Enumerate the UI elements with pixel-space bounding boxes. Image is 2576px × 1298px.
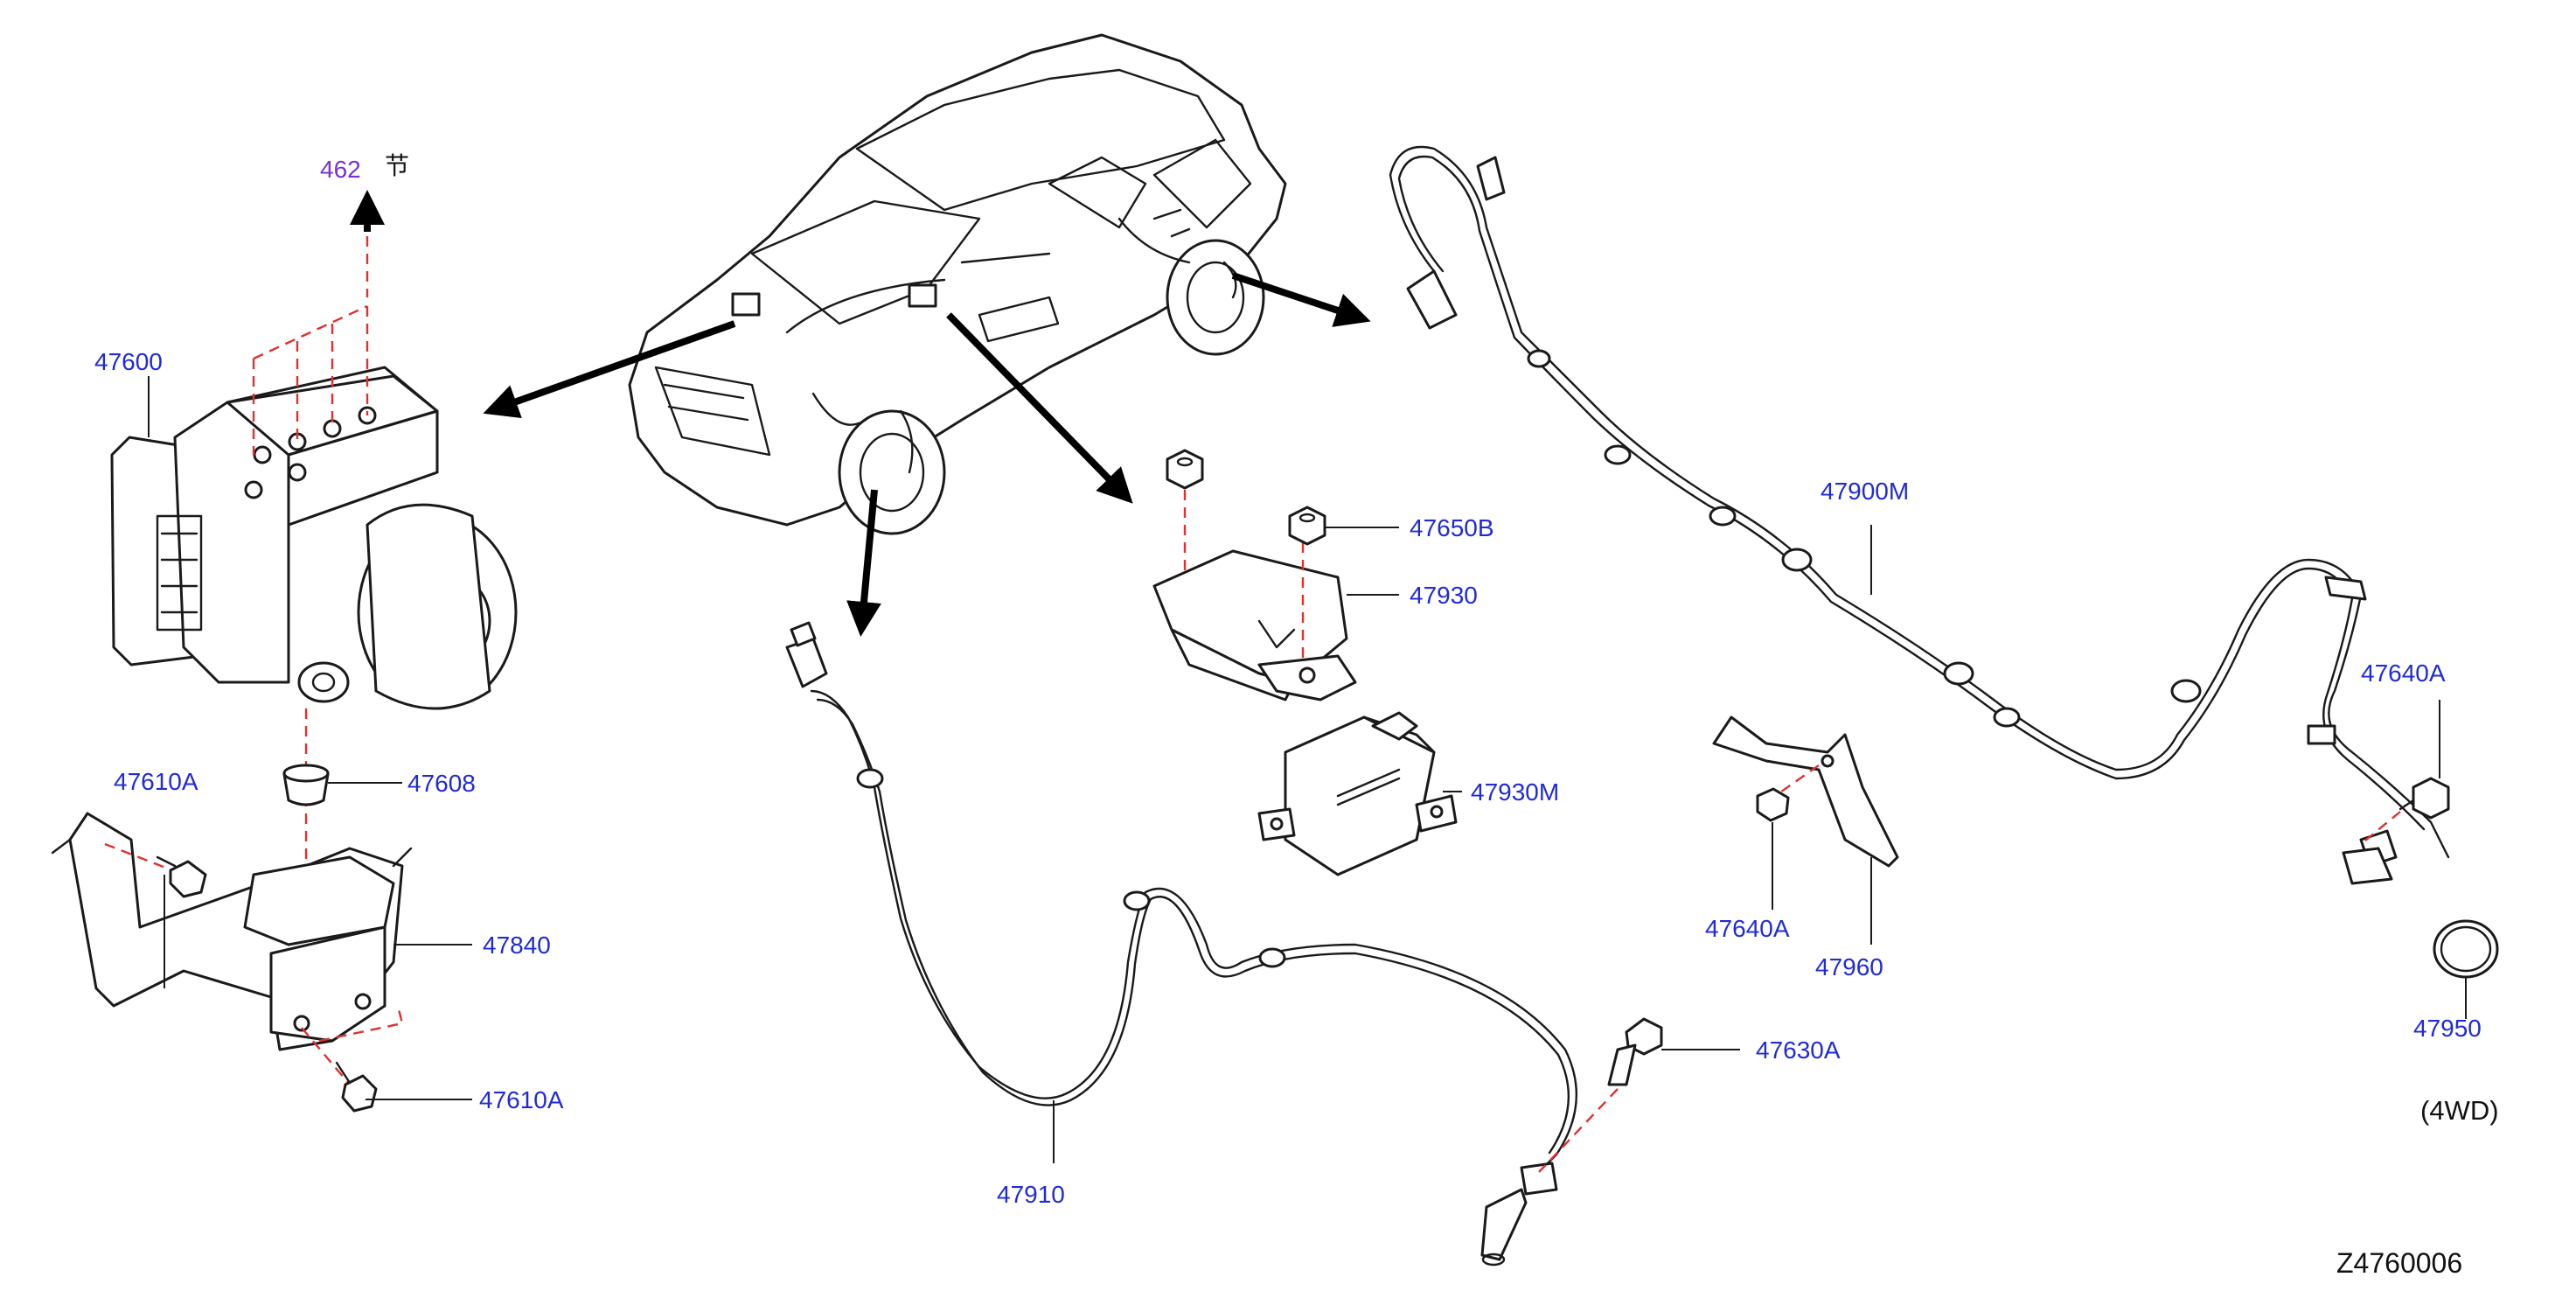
rear-sensor-harness-47900M xyxy=(1389,145,2450,885)
bolt-47610A-bottom xyxy=(335,1061,378,1113)
part-label-47650B[interactable]: 47650B xyxy=(1410,514,1494,541)
part-label-47610A-top[interactable]: 47610A xyxy=(114,768,198,795)
section-reference-number[interactable]: 462 xyxy=(320,156,361,183)
front-sensor-harness-47910 xyxy=(785,621,1578,1267)
section-reference-glyph: 节 xyxy=(385,152,410,179)
part-label-47630A[interactable]: 47630A xyxy=(1756,1036,1841,1064)
sensor-hidden-lines xyxy=(1183,490,1305,665)
bolt-47640A-mid xyxy=(1756,787,1790,822)
part-label-47610A-bottom[interactable]: 47610A xyxy=(479,1086,564,1113)
part-label-47600[interactable]: 47600 xyxy=(94,348,163,375)
nut-47650B-right xyxy=(1288,506,1326,546)
abs-actuator-47600 xyxy=(110,366,518,710)
bolt-47610A-top xyxy=(156,855,207,898)
diagram-reference-code: Z4760006 xyxy=(2336,1247,2463,1279)
note-4wd: (4WD) xyxy=(2420,1095,2499,1126)
bracket-47960 xyxy=(1712,715,1899,868)
bolt-47640A-right-hidden-line xyxy=(2360,811,2401,845)
bracket-47840 xyxy=(51,812,413,1051)
part-label-47930[interactable]: 47930 xyxy=(1410,582,1478,609)
sensor-47930M xyxy=(1257,711,1458,876)
nut-47650B-left xyxy=(1166,449,1204,490)
bolt-47640A-right xyxy=(2398,777,2450,820)
part-label-47900M[interactable]: 47900M xyxy=(1821,478,1910,505)
leader-lines xyxy=(148,376,2467,1163)
part-label-47950[interactable]: 47950 xyxy=(2413,1015,2482,1042)
part-label-47640A-mid[interactable]: 47640A xyxy=(1705,915,1790,942)
grommet-47608 xyxy=(282,764,330,806)
location-arrows xyxy=(350,190,1371,637)
yaw-sensor-47930 xyxy=(1152,549,1357,701)
bolt-hidden-line-bottom xyxy=(301,1027,351,1085)
vehicle-illustration xyxy=(628,33,1287,535)
bracket-47960-hidden-line xyxy=(1774,764,1820,797)
part-label-47960[interactable]: 47960 xyxy=(1815,953,1883,980)
part-label-47608[interactable]: 47608 xyxy=(407,770,476,797)
part-label-47930M[interactable]: 47930M xyxy=(1471,778,1560,806)
bolt-47630A xyxy=(1607,1017,1663,1086)
tone-ring-47950 xyxy=(2433,919,2499,979)
part-label-47640A-right[interactable]: 47640A xyxy=(2361,659,2446,687)
bracket-hidden-line xyxy=(318,1005,404,1043)
part-label-47910[interactable]: 47910 xyxy=(997,1181,1065,1208)
bolt-47630A-hidden-line xyxy=(1538,1088,1619,1173)
part-label-47840[interactable]: 47840 xyxy=(483,932,551,959)
